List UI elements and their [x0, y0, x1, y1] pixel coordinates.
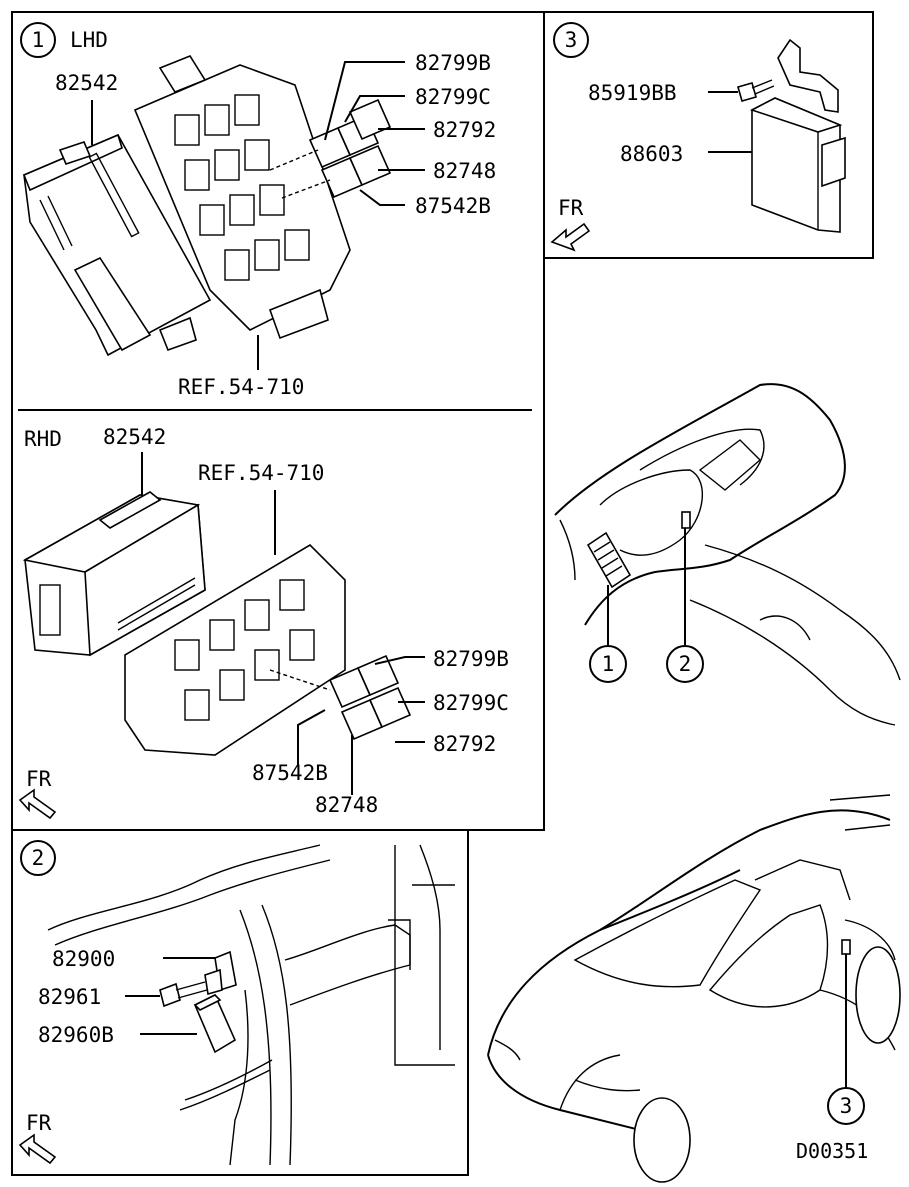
callout-1-text: 1	[602, 652, 615, 676]
panel-3-bracket	[777, 38, 839, 113]
lhd-label-87542B: 87542B	[415, 194, 491, 218]
rhd-ref-label: REF.54-710	[198, 461, 324, 485]
panel-3-fr-arrow-icon	[550, 222, 591, 252]
rhd-label-87542B: 87542B	[252, 761, 328, 785]
vehicle-illustration	[487, 794, 901, 1183]
drawing-code: D00351	[796, 1139, 868, 1163]
rhd-relays	[269, 654, 412, 741]
rhd-label-82542: 82542	[103, 425, 166, 449]
rhd-82799B-leader	[374, 656, 425, 665]
panel-2-label-82961: 82961	[38, 985, 101, 1009]
panel-2-body-structure	[47, 844, 455, 1166]
panel-2-fr-arrow-icon	[18, 1133, 57, 1165]
panel-2-fr-label: FR	[26, 1111, 52, 1135]
panel-3-bolt	[737, 79, 775, 102]
panel-3-frame	[543, 11, 874, 259]
lhd-junction-block	[133, 55, 351, 340]
rhd-junction-block	[124, 543, 346, 756]
panel-1-number: 1	[20, 22, 56, 58]
lhd-relays	[269, 98, 392, 199]
panel-3-label-88603: 88603	[620, 142, 683, 166]
rhd-heading: RHD	[24, 427, 62, 451]
panel-3-label-85919BB: 85919BB	[588, 81, 677, 105]
callout-1: 1	[589, 645, 627, 683]
rhd-87542B-leader	[297, 709, 326, 765]
rhd-label-82748: 82748	[315, 793, 378, 817]
panel-3-module	[749, 97, 846, 233]
dashboard-illustration	[554, 383, 901, 726]
rhd-fr-label: FR	[26, 767, 52, 791]
callout-3: 3	[827, 1087, 865, 1125]
panel-3-number: 3	[553, 22, 589, 58]
lhd-label-82799C: 82799C	[415, 85, 491, 109]
panel-1-number-text: 1	[32, 28, 45, 52]
panel-2-frame	[11, 829, 469, 1176]
lhd-label-82748: 82748	[433, 159, 496, 183]
callout-3-text: 3	[840, 1094, 853, 1118]
fr-arrow-icon	[18, 788, 57, 820]
panel-3-number-text: 3	[565, 28, 578, 52]
rhd-control-unit	[22, 491, 206, 657]
lhd-control-unit	[22, 133, 212, 357]
lhd-ref-label: REF.54-710	[178, 375, 304, 399]
callout-2-text: 2	[679, 652, 692, 676]
panel-2-module	[193, 993, 237, 1054]
panel-2-bolt	[159, 981, 208, 1008]
vehicle-module-location	[841, 939, 851, 955]
panel-3-fr-label: FR	[558, 196, 584, 220]
panel-2-label-82960B: 82960B	[38, 1023, 114, 1047]
panel-2-number: 2	[20, 840, 56, 876]
callout-2: 2	[666, 645, 704, 683]
lhd-label-82542: 82542	[55, 71, 118, 95]
lhd-label-82799B: 82799B	[415, 51, 491, 75]
lhd-82799C-leader	[344, 95, 405, 123]
lhd-label-82792: 82792	[433, 118, 496, 142]
dashboard-junction-block	[586, 531, 632, 589]
rhd-label-82799B: 82799B	[433, 647, 509, 671]
rhd-label-82792: 82792	[433, 732, 496, 756]
lhd-heading: LHD	[70, 28, 108, 52]
panel-2-bracket	[204, 950, 237, 996]
panel-2-number-text: 2	[32, 846, 45, 870]
rhd-label-82799C: 82799C	[433, 691, 509, 715]
lhd-87542B-leader	[359, 189, 405, 206]
dashboard-relay-box	[681, 511, 691, 529]
panel-2-label-82900: 82900	[52, 947, 115, 971]
lhd-82799B-leader	[324, 61, 405, 141]
